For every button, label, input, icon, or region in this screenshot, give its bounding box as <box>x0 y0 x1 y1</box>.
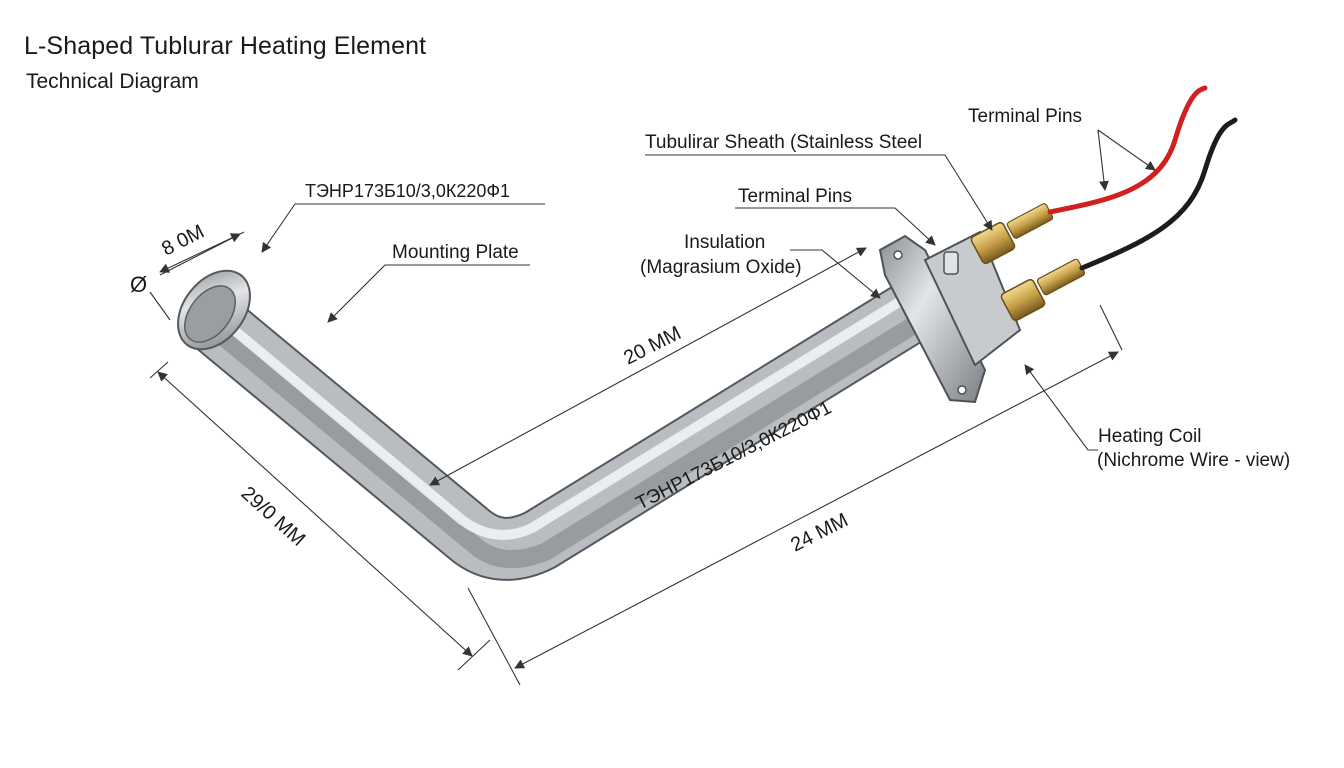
label-heating-coil-2: (Nichrome Wire - view) <box>1097 450 1290 471</box>
diameter-leader <box>149 291 171 321</box>
long-arm-dim <box>157 371 473 657</box>
clamp-screw <box>943 251 959 275</box>
plate-hole-bottom <box>957 385 967 395</box>
diameter-dim <box>159 233 241 273</box>
red-wire <box>1047 85 1208 215</box>
label-model-code: ТЭНР173Б10/3,0К220Ф1 <box>305 181 510 201</box>
leader-terminal-pins-mid <box>735 207 936 246</box>
label-heating-coil-1: Heating Coil <box>1098 426 1202 447</box>
label-insulation-2: (Magrasium Oxide) <box>640 257 802 278</box>
long-arm-ext-top <box>149 361 169 379</box>
leader-tubular-sheath <box>645 154 993 231</box>
label-insulation-1: Insulation <box>684 232 765 253</box>
dimension-lines <box>149 231 1123 686</box>
lower-ext-right <box>1099 304 1123 351</box>
dim-diameter-symbol: Ø <box>130 272 147 297</box>
tube-end-opening <box>184 285 236 343</box>
lower-length-dim <box>514 351 1119 669</box>
label-terminal-pins-top: Terminal Pins <box>968 106 1082 127</box>
dim-lower-length: 24 MM <box>787 509 851 556</box>
label-tubular-sheath: Tubulirar Sheath (Stainless Steel <box>645 132 922 153</box>
page-subtitle: Technical Diagram <box>26 70 199 93</box>
black-wire <box>1079 117 1238 271</box>
dim-upper-length: 20 MM <box>620 322 684 369</box>
label-mounting-plate: Mounting Plate <box>392 242 519 263</box>
brass-terminal-lower <box>1000 258 1086 322</box>
leader-terminal-pins-top-2 <box>1097 129 1156 171</box>
plate-hole-top <box>893 250 903 260</box>
leader-model-code <box>261 203 545 253</box>
leader-lines <box>261 129 1156 451</box>
dim-long-arm: 29/0 MM <box>237 482 310 550</box>
terminal-assembly <box>878 85 1238 404</box>
leader-mounting-plate <box>327 264 530 323</box>
brass-terminal-upper <box>970 203 1054 265</box>
lower-ext-left <box>467 587 521 686</box>
label-terminal-pins-mid: Terminal Pins <box>738 186 852 207</box>
page-title: L-Shaped Tublurar Heating Element <box>24 32 427 60</box>
leader-heating-coil <box>1024 364 1098 451</box>
leader-insulation <box>790 249 881 299</box>
long-arm-ext-bottom <box>457 639 491 671</box>
leader-terminal-pins-top-1 <box>1097 129 1109 191</box>
